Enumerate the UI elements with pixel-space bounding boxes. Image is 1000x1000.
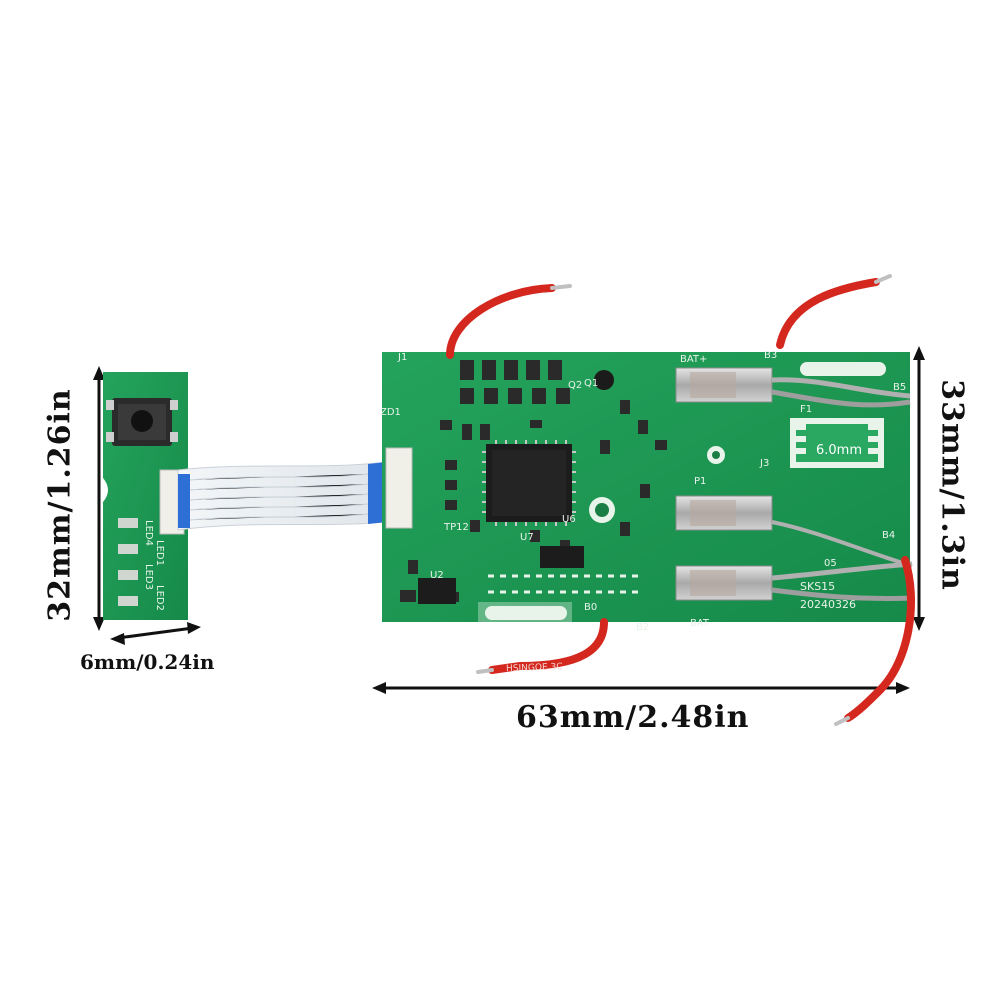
terminal-bottom	[675, 520, 913, 602]
fuse-rating: 6.0mm	[816, 443, 862, 458]
b5-label: B5	[893, 382, 906, 393]
zd1-label: ZD1	[380, 407, 401, 418]
ribbon-cable	[177, 461, 387, 531]
model-label: SKS15	[800, 580, 835, 593]
bat-label: BAT	[690, 618, 710, 629]
b4-label: B4	[882, 530, 895, 541]
j3-label: J3	[759, 458, 769, 469]
led2-label: LED2	[154, 585, 165, 611]
p1-label: P1	[694, 476, 706, 487]
main-height-label: 33mm/1.3in	[934, 379, 970, 591]
led-board: LED1 LED2 LED3 LED4	[103, 372, 188, 620]
u6-label: U6	[562, 514, 576, 525]
code-05-label: 05	[824, 558, 837, 569]
tp12-label: TP12	[443, 522, 469, 533]
u2-label: U2	[430, 570, 444, 581]
main-board: J1 ZD1 Q1 Q2 U6 U7 U2 TP12 BAT+ B3 B5 F1…	[380, 350, 913, 633]
main-width-label: 63mm/2.48in	[516, 700, 750, 735]
b0-label: B0	[584, 602, 597, 613]
j1-label: J1	[397, 352, 407, 363]
f1-label: F1	[800, 404, 812, 415]
led3-label: LED3	[143, 564, 154, 590]
fuse-module: 6.0mm	[790, 418, 884, 468]
b2-label: B2	[636, 622, 649, 633]
u7-label: U7	[520, 532, 534, 543]
date-code-label: 20240326	[800, 598, 856, 611]
small-height-label: 32mm/1.26in	[42, 388, 78, 622]
tact-switch	[106, 398, 178, 446]
led-pads	[118, 518, 138, 606]
b3-label: B3	[764, 350, 777, 361]
red-wires	[446, 274, 916, 726]
led4-label: LED4	[143, 520, 154, 546]
led1-label: LED1	[154, 540, 165, 566]
microcontroller-chip	[482, 440, 576, 526]
small-width-label: 6mm/0.24in	[80, 650, 215, 674]
wire-print: HSINGOE 3C	[506, 662, 563, 674]
terminal-top	[675, 367, 911, 408]
q1-label: Q1	[584, 378, 598, 389]
dimension-arrows	[93, 346, 925, 694]
q2-label: Q2	[568, 380, 582, 391]
terminal-middle	[675, 495, 773, 531]
bat-plus-label: BAT+	[680, 354, 707, 365]
